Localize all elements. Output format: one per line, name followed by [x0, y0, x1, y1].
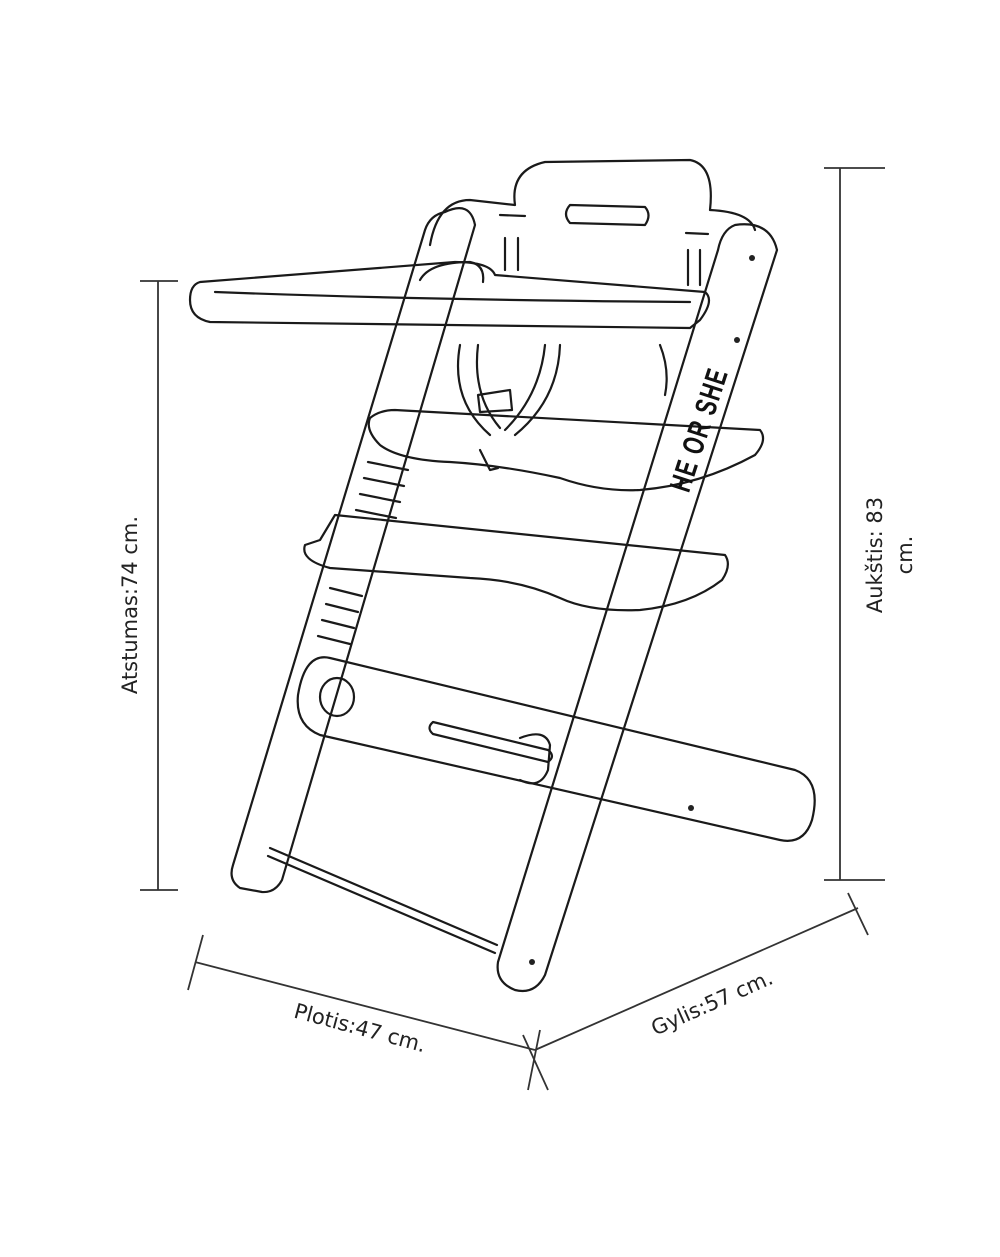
harness-buckle	[476, 388, 514, 414]
bolt	[529, 959, 535, 965]
backrest-slots	[498, 213, 710, 236]
base-hole	[318, 676, 356, 718]
tray-rim	[213, 290, 692, 304]
bolt	[749, 255, 755, 261]
distance-label: Atstumas:74 cm.	[118, 515, 142, 695]
foot-rod	[266, 846, 499, 955]
dimension-line-depth	[522, 892, 869, 1091]
base-bar-end	[518, 733, 552, 785]
harness-side	[658, 343, 668, 397]
tray	[188, 260, 711, 330]
back-leg-slots	[316, 460, 410, 646]
tray-clip	[418, 260, 485, 284]
seat	[367, 408, 765, 492]
bolt	[688, 805, 694, 811]
harness	[456, 343, 562, 437]
height-label-line2: cm.	[893, 535, 917, 575]
footrest	[303, 513, 729, 612]
backrest-handle	[564, 203, 650, 227]
front-leg	[496, 223, 779, 993]
dimension-line-width	[187, 934, 541, 1091]
back-leg	[230, 207, 477, 894]
straps-upper	[503, 236, 702, 287]
height-label: Aukštis: 83 cm.	[860, 497, 920, 613]
base-slot	[428, 720, 554, 764]
bolt	[734, 337, 740, 343]
height-label-line1: Aukštis: 83	[863, 496, 887, 614]
dimension-line-height	[824, 167, 885, 881]
dimension-line-distance	[140, 280, 178, 891]
seat-crotch	[478, 448, 500, 472]
backrest	[428, 158, 757, 247]
base-bar	[296, 656, 816, 842]
